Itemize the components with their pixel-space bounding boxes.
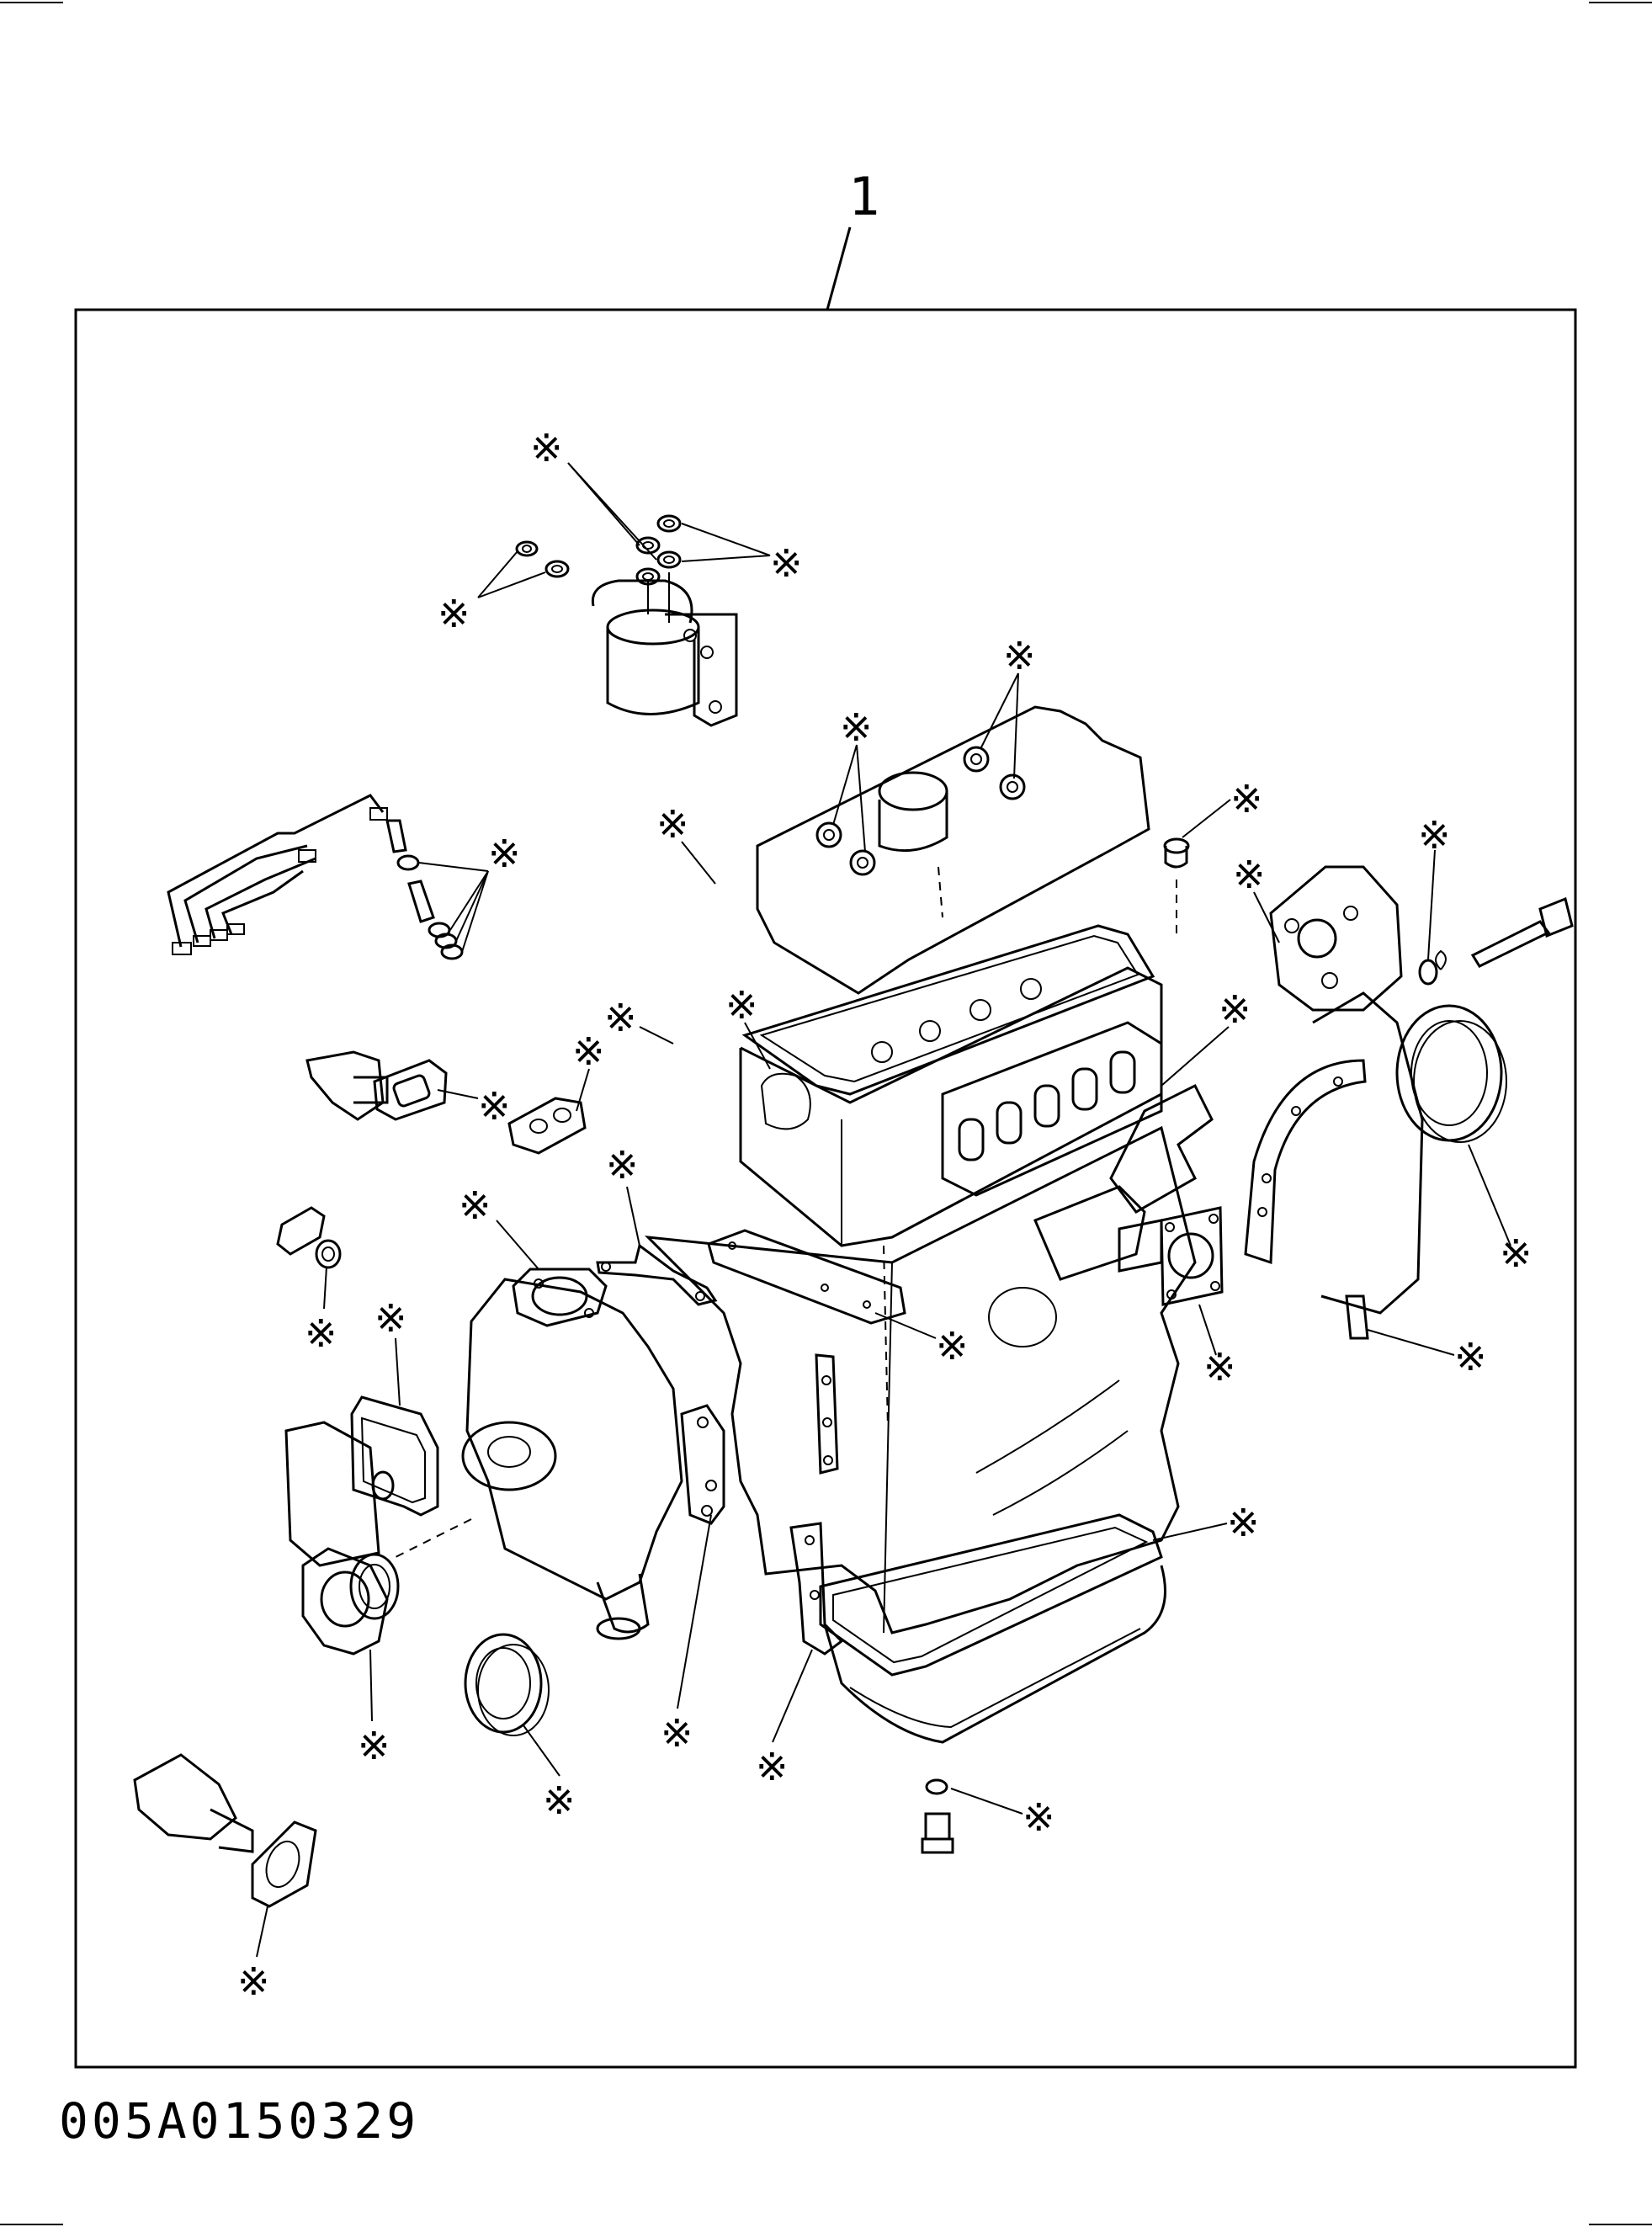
water-pump (461, 1278, 683, 1640)
part-mark: ※ (1500, 1230, 1532, 1276)
part-mark: ※ (1454, 1334, 1487, 1379)
cylinder-block (644, 1125, 1197, 1634)
kit-callout-number: 1 (848, 166, 879, 227)
kit-callout-leader (826, 226, 852, 311)
exhaust-flange-gasket (1160, 1206, 1224, 1306)
part-mark: ※ (530, 425, 563, 470)
part-mark: ※ (1227, 1500, 1260, 1545)
manifold-gasket (941, 1021, 1163, 1197)
oil-pan-drain-plug (921, 1778, 954, 1854)
oil-pump (1269, 865, 1403, 1012)
thermostat-housing-gasket (512, 1268, 608, 1327)
oil-cooler-housing (284, 1421, 395, 1567)
kit-boundary-frame (74, 308, 1577, 2069)
part-mark: ※ (936, 1323, 969, 1369)
rear-plate-gasket (789, 1522, 844, 1656)
part-mark: ※ (572, 1028, 605, 1074)
part-mark: ※ (1219, 986, 1251, 1032)
inlet-elbow-gasket (373, 1059, 448, 1121)
part-mark: ※ (661, 1710, 693, 1756)
part-mark: ※ (656, 801, 689, 847)
part-mark: ※ (1230, 776, 1263, 821)
part-mark: ※ (840, 704, 873, 750)
oil-pan-gasket (819, 1513, 1163, 1677)
part-mark: ※ (459, 1183, 491, 1228)
sensor-gasket (276, 1206, 342, 1269)
assembly-centerline (395, 1518, 472, 1558)
front-oil-seal (1395, 1004, 1507, 1143)
part-mark: ※ (725, 982, 758, 1028)
oil-cooler-gasket (350, 1395, 439, 1517)
rocker-cover (756, 705, 1150, 995)
part-mark: ※ (543, 1778, 576, 1823)
thermostat-elbow-gasket (251, 1820, 317, 1908)
part-mark: ※ (488, 831, 521, 876)
part-mark: ※ (237, 1959, 270, 2004)
part-mark: ※ (358, 1723, 390, 1768)
oil-pump-bolt (1435, 896, 1574, 970)
drawing-number: 005A0150329 (59, 2092, 419, 2150)
timing-cover-gasket (1244, 1059, 1369, 1340)
timing-gear-case (1312, 991, 1424, 1315)
water-outlet-gasket (301, 1547, 389, 1656)
part-mark: ※ (756, 1744, 789, 1789)
part-mark: ※ (374, 1295, 407, 1341)
part-mark: ※ (1003, 633, 1036, 678)
water-outlet-oring (349, 1553, 400, 1620)
part-mark: ※ (1233, 852, 1266, 897)
inlet-elbow (305, 1050, 389, 1121)
cylinder-head-gasket (707, 1229, 906, 1325)
fuel-filter (591, 572, 738, 727)
bypass-hose-gasket (596, 1243, 718, 1306)
part-mark: ※ (770, 540, 803, 586)
part-mark: ※ (606, 1142, 639, 1188)
injection-pipes (167, 794, 388, 955)
water-pump-gasket (680, 1404, 725, 1525)
oil-pan (823, 1565, 1166, 1744)
oil-filler-cap (1163, 837, 1190, 934)
oil-pump-washer (1418, 959, 1438, 986)
part-mark: ※ (1203, 1344, 1236, 1390)
part-marks: ※ ※ ※ ※ ※ ※ ※ ※ ※ ※ ※ ※ (237, 425, 1532, 2004)
part-mark: ※ (604, 995, 637, 1040)
rear-crank-seal (464, 1633, 550, 1736)
part-mark: ※ (478, 1083, 511, 1129)
thermostat-elbow (133, 1753, 254, 1853)
part-mark: ※ (305, 1310, 337, 1356)
oval-flange-gasket (507, 1097, 587, 1155)
part-mark: ※ (1023, 1794, 1055, 1840)
part-mark: ※ (438, 591, 470, 636)
block-side-gasket (815, 1353, 839, 1475)
fuel-injector (385, 819, 435, 923)
